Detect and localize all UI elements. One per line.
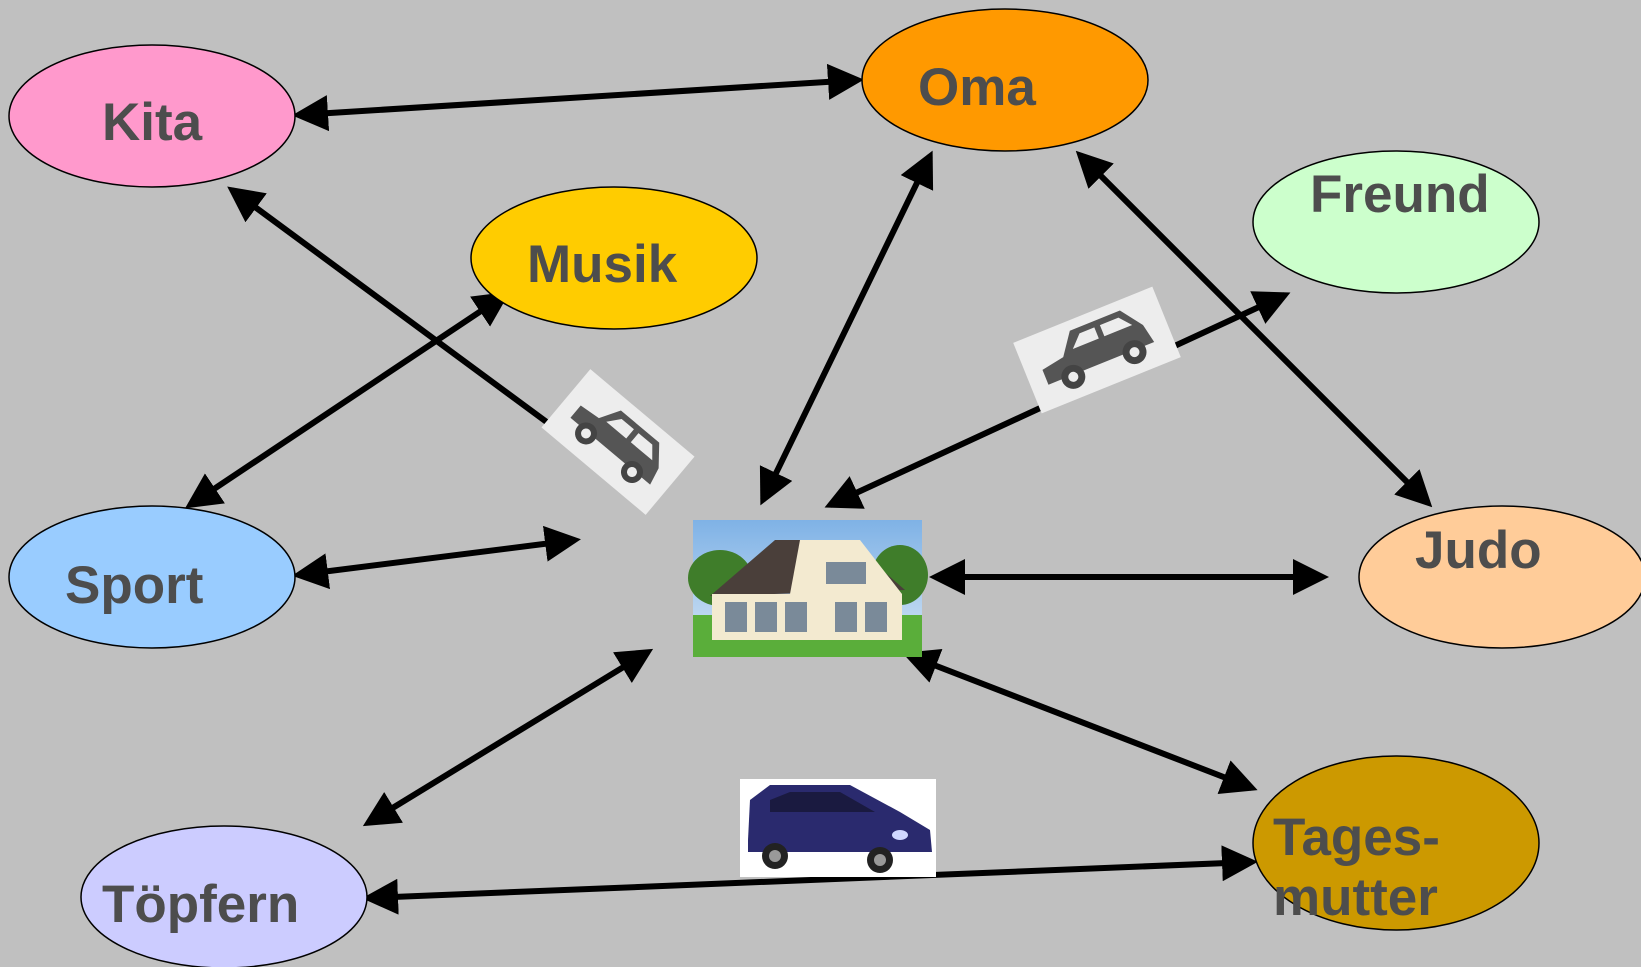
node-kita-ellipse bbox=[8, 44, 296, 188]
node-musik: Musik bbox=[470, 186, 758, 330]
arrow-sport-home bbox=[292, 525, 581, 590]
node-toepfern-label: Töpfern bbox=[102, 875, 299, 934]
arrow-home-toepfern bbox=[362, 648, 654, 827]
node-sport: Sport bbox=[8, 505, 296, 649]
node-tagesmutter-label-line2: mutter bbox=[1273, 868, 1438, 927]
node-toepfern-ellipse bbox=[80, 825, 368, 967]
arrow-kita-oma bbox=[292, 63, 864, 132]
node-judo: Judo bbox=[1358, 505, 1641, 649]
arrow-oma-judo bbox=[1075, 150, 1433, 508]
node-sport-label: Sport bbox=[65, 556, 203, 615]
node-sport-ellipse bbox=[8, 505, 296, 649]
node-oma: Oma bbox=[861, 8, 1149, 152]
node-kita-label: Kita bbox=[102, 93, 203, 152]
node-tagesmutter-ellipse bbox=[1252, 755, 1540, 931]
house-photo bbox=[688, 520, 928, 657]
node-tagesmutter: Tages- mutter bbox=[1252, 755, 1540, 931]
node-freund-ellipse bbox=[1252, 150, 1540, 294]
car-icon bbox=[541, 369, 695, 515]
car-icon bbox=[1013, 286, 1181, 414]
minivan-photo bbox=[740, 779, 936, 877]
arrow-sport-musik bbox=[185, 291, 510, 509]
node-toepfern: Töpfern bbox=[80, 825, 368, 967]
arrow-home-oma bbox=[759, 150, 934, 506]
node-freund-label: Freund bbox=[1310, 165, 1490, 224]
node-judo-ellipse bbox=[1358, 505, 1641, 649]
node-musik-ellipse bbox=[470, 186, 758, 330]
node-musik-label: Musik bbox=[527, 235, 678, 294]
arrow-toepfern-tagesmutter bbox=[362, 845, 1258, 915]
node-oma-label: Oma bbox=[918, 58, 1036, 117]
node-freund: Freund bbox=[1252, 150, 1540, 294]
node-kita: Kita bbox=[8, 44, 296, 188]
arrow-home-tagesmutter bbox=[902, 649, 1258, 794]
node-oma-ellipse bbox=[861, 8, 1149, 152]
node-tagesmutter-label-line1: Tages- bbox=[1273, 808, 1440, 867]
node-judo-label: Judo bbox=[1415, 521, 1542, 580]
